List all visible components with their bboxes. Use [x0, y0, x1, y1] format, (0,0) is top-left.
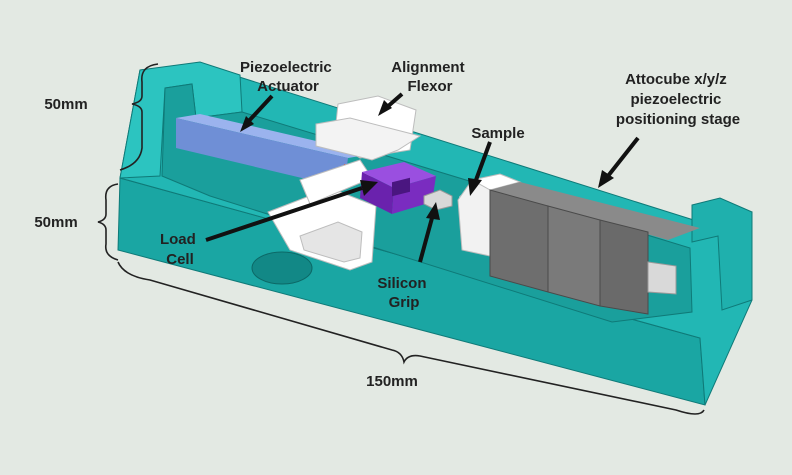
base-hole	[251, 251, 313, 285]
arrow-attocube	[606, 136, 640, 178]
load-cell-top	[362, 162, 436, 188]
label-load-cell-line1: Load	[160, 231, 196, 248]
label-dim-height-top: 50mm	[44, 96, 87, 113]
arrow-flexor-head	[378, 100, 392, 116]
flexor-lower-inner	[299, 221, 363, 263]
arrow-attocube-head	[598, 170, 614, 188]
arrow-sample	[474, 141, 492, 181]
attocube-stage	[457, 173, 700, 315]
label-alignment-flexor-line2: Flexor	[407, 78, 452, 95]
label-piezo-actuator-line1: Piezoelectric	[240, 59, 332, 76]
label-silicon-grip-line1: Silicon	[377, 275, 426, 292]
flexor-mid-plate	[315, 117, 422, 161]
arrow-load-cell	[205, 186, 363, 242]
label-piezo-actuator-line2: Actuator	[257, 78, 319, 95]
label-alignment-flexor-line1: Alignment	[391, 59, 464, 76]
label-piezo-actuator: Piezoelectric Actuator	[240, 59, 336, 95]
label-dim-length: 150mm	[366, 373, 418, 390]
label-attocube-line2: piezoelectric	[630, 91, 721, 108]
brace-length	[117, 261, 705, 415]
label-sample: Sample	[471, 125, 524, 142]
arrow-actuator	[244, 94, 274, 126]
stage-block-1	[489, 189, 549, 293]
label-dim-depth: 50mm	[34, 214, 77, 231]
load-cell-window	[392, 177, 410, 197]
leader-arrows	[205, 92, 640, 263]
label-attocube-line1: Attocube x/y/z	[625, 71, 727, 88]
label-silicon-grip: Silicon Grip	[377, 275, 430, 311]
dimension-braces	[97, 63, 705, 415]
arrow-grip	[418, 217, 434, 263]
label-load-cell: Load Cell	[160, 231, 200, 268]
stage-end-cap	[647, 261, 677, 295]
stage-block-3	[599, 219, 649, 315]
arrow-grip-head	[426, 202, 440, 220]
arrow-actuator-head	[240, 116, 254, 132]
label-silicon-grip-line2: Grip	[389, 294, 420, 311]
labels: Piezoelectric Actuator Alignment Flexor …	[34, 59, 740, 390]
label-alignment-flexor: Alignment Flexor	[391, 59, 469, 95]
base-right-wall	[691, 197, 753, 311]
actuator-front	[176, 118, 348, 188]
brace-height-top	[119, 63, 159, 171]
brace-depth	[97, 183, 119, 261]
alignment-flexor	[267, 95, 422, 271]
arrow-sample-head	[468, 178, 482, 196]
label-load-cell-line2: Cell	[166, 251, 194, 268]
grip-body	[423, 189, 453, 211]
stage-block-2	[547, 205, 601, 307]
label-attocube-line3: positioning stage	[616, 111, 740, 128]
label-attocube: Attocube x/y/z piezoelectric positioning…	[616, 71, 740, 128]
arrow-load-cell-head	[360, 180, 378, 196]
stage-gray-top	[490, 182, 700, 240]
